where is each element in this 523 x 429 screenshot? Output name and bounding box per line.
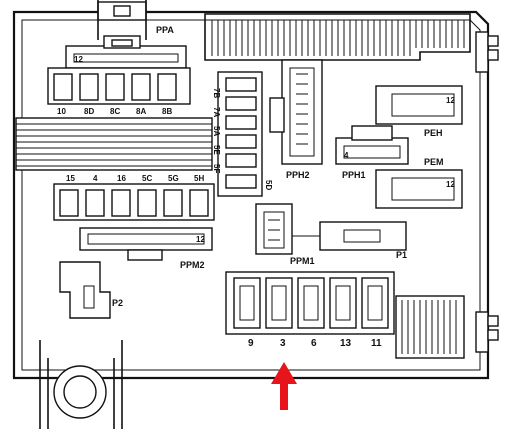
svg-text:4: 4: [344, 151, 349, 160]
fuse-row-top: [47, 67, 191, 105]
fuse-slot-5d: [225, 174, 257, 189]
pph1-label: PPH1: [342, 170, 366, 180]
fuse-slot-8a: [131, 73, 151, 101]
top-recess: [204, 13, 471, 61]
fuse-labels-vertical: 7B 7A 5A 5E 5F 5D: [212, 88, 273, 190]
fuse-slot-5c: [137, 189, 157, 217]
peh-label: PEH: [424, 128, 443, 138]
pem-label: PEM: [424, 157, 444, 167]
fuse-label-15: 15: [66, 174, 75, 183]
fuse-slot-5e: [225, 134, 257, 149]
pem-connector: 12: [375, 169, 463, 209]
vent-grille: [395, 295, 465, 359]
ppm2-connector: 12: [79, 227, 213, 261]
top-tab: [97, 0, 147, 40]
ppm2-pin-label: 12: [196, 235, 205, 244]
fuse-slot-5f: [225, 153, 257, 168]
pph2-connector: [269, 59, 323, 165]
arrow-head: [271, 362, 297, 384]
fuse-label-3: 3: [280, 338, 286, 349]
fuse-label-10: 10: [57, 107, 66, 116]
fuse-label-7a: 7A: [212, 107, 221, 117]
cable-band: [15, 117, 213, 171]
fuse-label-8d: 8D: [84, 107, 94, 116]
fuse-slot-15: [59, 189, 79, 217]
fuse-label-5h: 5H: [194, 174, 204, 183]
p1-label: P1: [396, 250, 407, 260]
fuse-slot-7a: [225, 96, 257, 111]
fuse-slot-8d: [79, 73, 99, 101]
fuse-label-5e: 5E: [212, 145, 221, 155]
fuse-label-8c: 8C: [110, 107, 120, 116]
fuse-label-11: 11: [371, 338, 382, 349]
fuse-slot-5g: [163, 189, 183, 217]
fuse-slot-16: [111, 189, 131, 217]
top-recess-hatching: [211, 20, 465, 56]
right-clip-bottom: [475, 311, 499, 353]
fuse-label-4: 4: [93, 174, 98, 183]
fuse-label-9: 9: [248, 338, 254, 349]
fuse-label-8b: 8B: [162, 107, 172, 116]
fuse-slot-8b: [157, 73, 177, 101]
ppa-connector: 12: [65, 35, 187, 69]
fuse-box-housing: [12, 10, 490, 380]
peh-pin-label: 12: [446, 96, 455, 105]
fuse-label-5d: 5D: [264, 180, 273, 190]
fuse-column-vertical: [217, 71, 263, 197]
fuse-slot-7b: [225, 77, 257, 92]
ppa-pin-label: 12: [74, 55, 83, 64]
p2-connector: [59, 261, 111, 319]
fuse-row-bottom: [225, 271, 395, 335]
fuse-labels-middle: 15 4 16 5C 5G 5H: [66, 174, 204, 183]
fuse-slot-5a: [225, 115, 257, 130]
bottom-mount: [39, 340, 123, 429]
fuse-label-13: 13: [340, 338, 352, 349]
pem-pin-label: 12: [446, 180, 455, 189]
ppm1-connector: [255, 203, 293, 255]
pph2-label: PPH2: [286, 170, 310, 180]
fuse-labels-top: 10 8D 8C 8A 8B: [57, 107, 172, 116]
fuse-label-5a: 5A: [212, 126, 221, 136]
p1-connector: [292, 221, 407, 251]
fuse-label-5f: 5F: [212, 164, 221, 173]
fuse-label-5g: 5G: [168, 174, 179, 183]
peh-connector: 12: [375, 85, 463, 125]
fuse-label-7b: 7B: [212, 88, 221, 98]
fuse-label-5c: 5C: [142, 174, 152, 183]
ppm2-label: PPM2: [180, 260, 205, 270]
ppm1-label: PPM1: [290, 256, 315, 266]
p2-label: P2: [112, 298, 123, 308]
highlight-arrow: [271, 362, 297, 410]
housing-inner-edge: [21, 19, 481, 371]
fuse-slot-5h: [189, 189, 209, 217]
fuse-slot-8c: [105, 73, 125, 101]
fuse-slot-4: [85, 189, 105, 217]
arrow-shaft: [280, 382, 288, 410]
right-clip-top: [475, 31, 499, 73]
fuse-slot-10: [53, 73, 73, 101]
fuse-label-6: 6: [311, 338, 317, 349]
ppa-label: PPA: [156, 25, 174, 35]
fuse-labels-bottom: 9 3 6 13 11: [248, 338, 382, 349]
pph1-connector: 4: [335, 125, 409, 165]
fuse-label-8a: 8A: [136, 107, 146, 116]
fuse-label-16: 16: [117, 174, 126, 183]
fuse-row-middle: [53, 183, 215, 221]
